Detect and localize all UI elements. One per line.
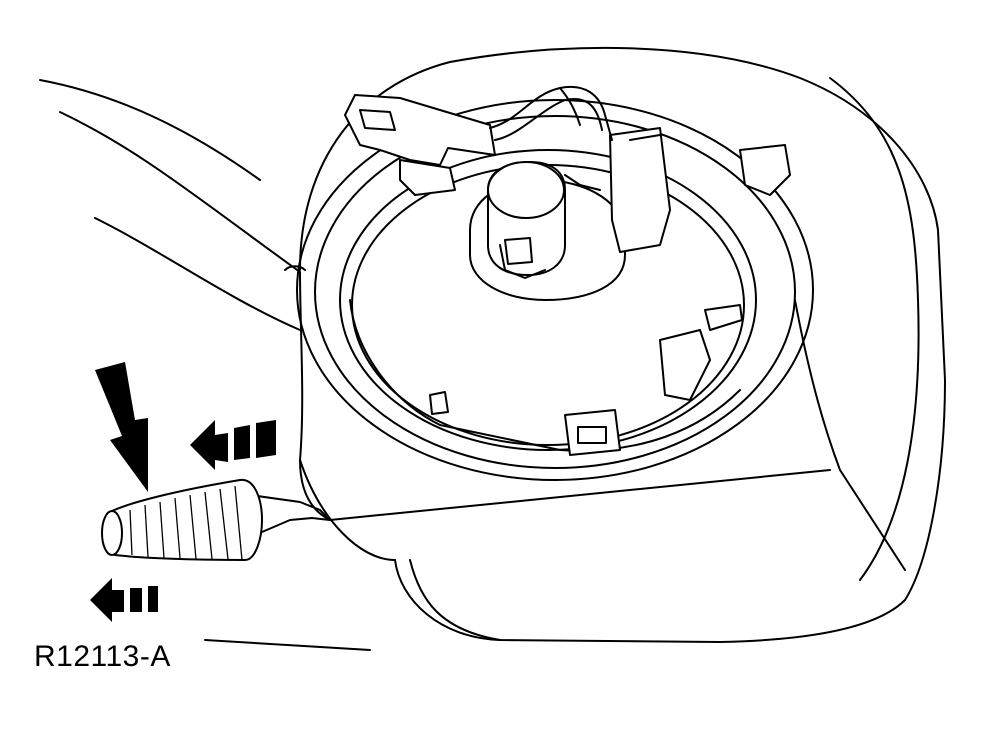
column-contour-lines [39,79,301,331]
clockspring-ring [296,99,814,481]
reference-number: R12113-A [34,640,171,673]
pull-out-arrow [90,578,158,622]
reference-leader-line [204,639,371,651]
slide-in-arrow [190,420,276,470]
electrical-connectors [344,85,671,253]
retaining-clips [429,144,791,456]
clockspring-hub [469,161,626,301]
press-down-arrow [95,362,148,492]
multifunction-switch-lever [101,478,331,561]
